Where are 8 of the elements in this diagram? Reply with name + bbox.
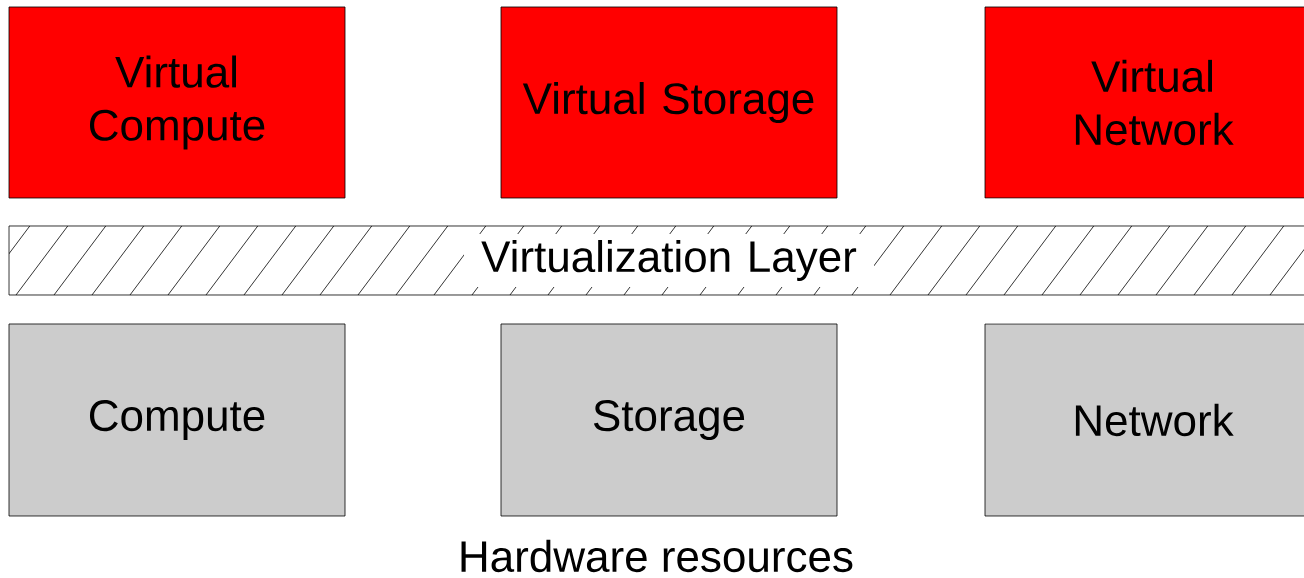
hardware-box: Compute (8, 323, 346, 517)
virtualization-layer-band: Virtualization Layer (8, 225, 1304, 296)
caption-text: Hardware resources (461, 539, 853, 573)
virtual-resource-box: Virtual Storage (500, 6, 838, 199)
virtual-resource-box: Virtual Network (984, 6, 1304, 199)
hardware-box: Storage (500, 323, 838, 517)
virtual-resource-box: Virtual Compute (8, 6, 346, 199)
hardware-box: Network (984, 323, 1304, 517)
